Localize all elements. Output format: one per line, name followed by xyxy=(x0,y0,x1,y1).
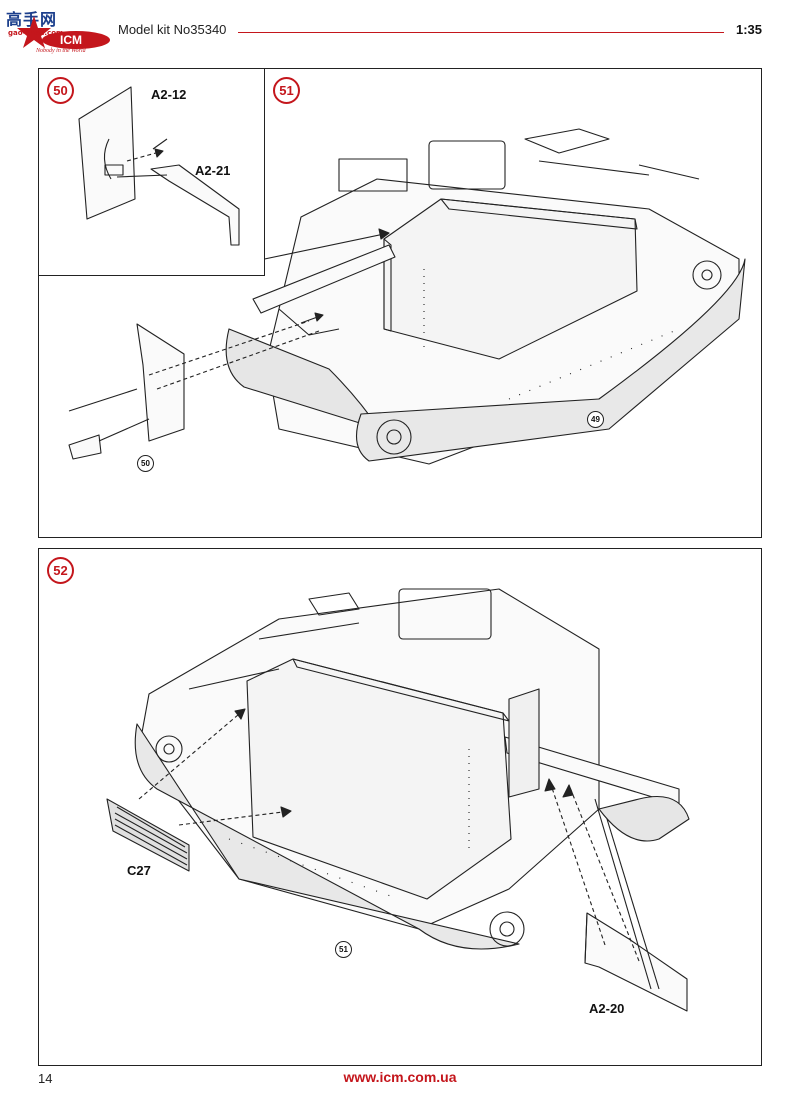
step50-inset: A2-12 A2-21 xyxy=(38,68,265,276)
scale-label: 1:35 xyxy=(735,22,762,37)
logo-brand: ICM xyxy=(60,33,82,47)
part-label-a2-12: A2-12 xyxy=(151,87,187,102)
part-label-c27: C27 xyxy=(127,863,151,878)
part-label-a2-20: A2-20 xyxy=(589,1001,625,1016)
step50-illustration xyxy=(78,86,240,246)
step-badge-51: 51 xyxy=(273,77,300,104)
bottom-instruction-panel: 52 C27 A2-20 51 xyxy=(38,548,762,1066)
logo-watermark-text: 高手网 xyxy=(6,10,58,29)
ref-badge-50: 50 xyxy=(137,455,154,472)
model-kit-title: Model kit No35340 xyxy=(118,22,227,37)
logo-url: gao-shou.com xyxy=(8,29,64,37)
step52-illustration xyxy=(106,588,690,1012)
header-divider xyxy=(238,32,724,33)
ref-badge-49: 49 xyxy=(587,411,604,428)
logo-tagline: Nobody in the World xyxy=(36,48,86,54)
top-instruction-panel: A2-12 A2-21 50 51 50 49 xyxy=(38,68,762,538)
step-badge-52: 52 xyxy=(47,557,74,584)
step-badge-50: 50 xyxy=(47,77,74,104)
page-number: 14 xyxy=(38,1071,53,1086)
icm-star-logo: ICM xyxy=(17,16,110,49)
icm-logo: 高手网 ICM gao-shou.com Nobody in the World xyxy=(6,6,112,60)
part-label-a2-21: A2-21 xyxy=(195,163,231,178)
ref-badge-51: 51 xyxy=(335,941,352,958)
step51-illustration xyxy=(68,128,746,465)
website-link[interactable]: www.icm.com.ua xyxy=(343,1069,457,1085)
